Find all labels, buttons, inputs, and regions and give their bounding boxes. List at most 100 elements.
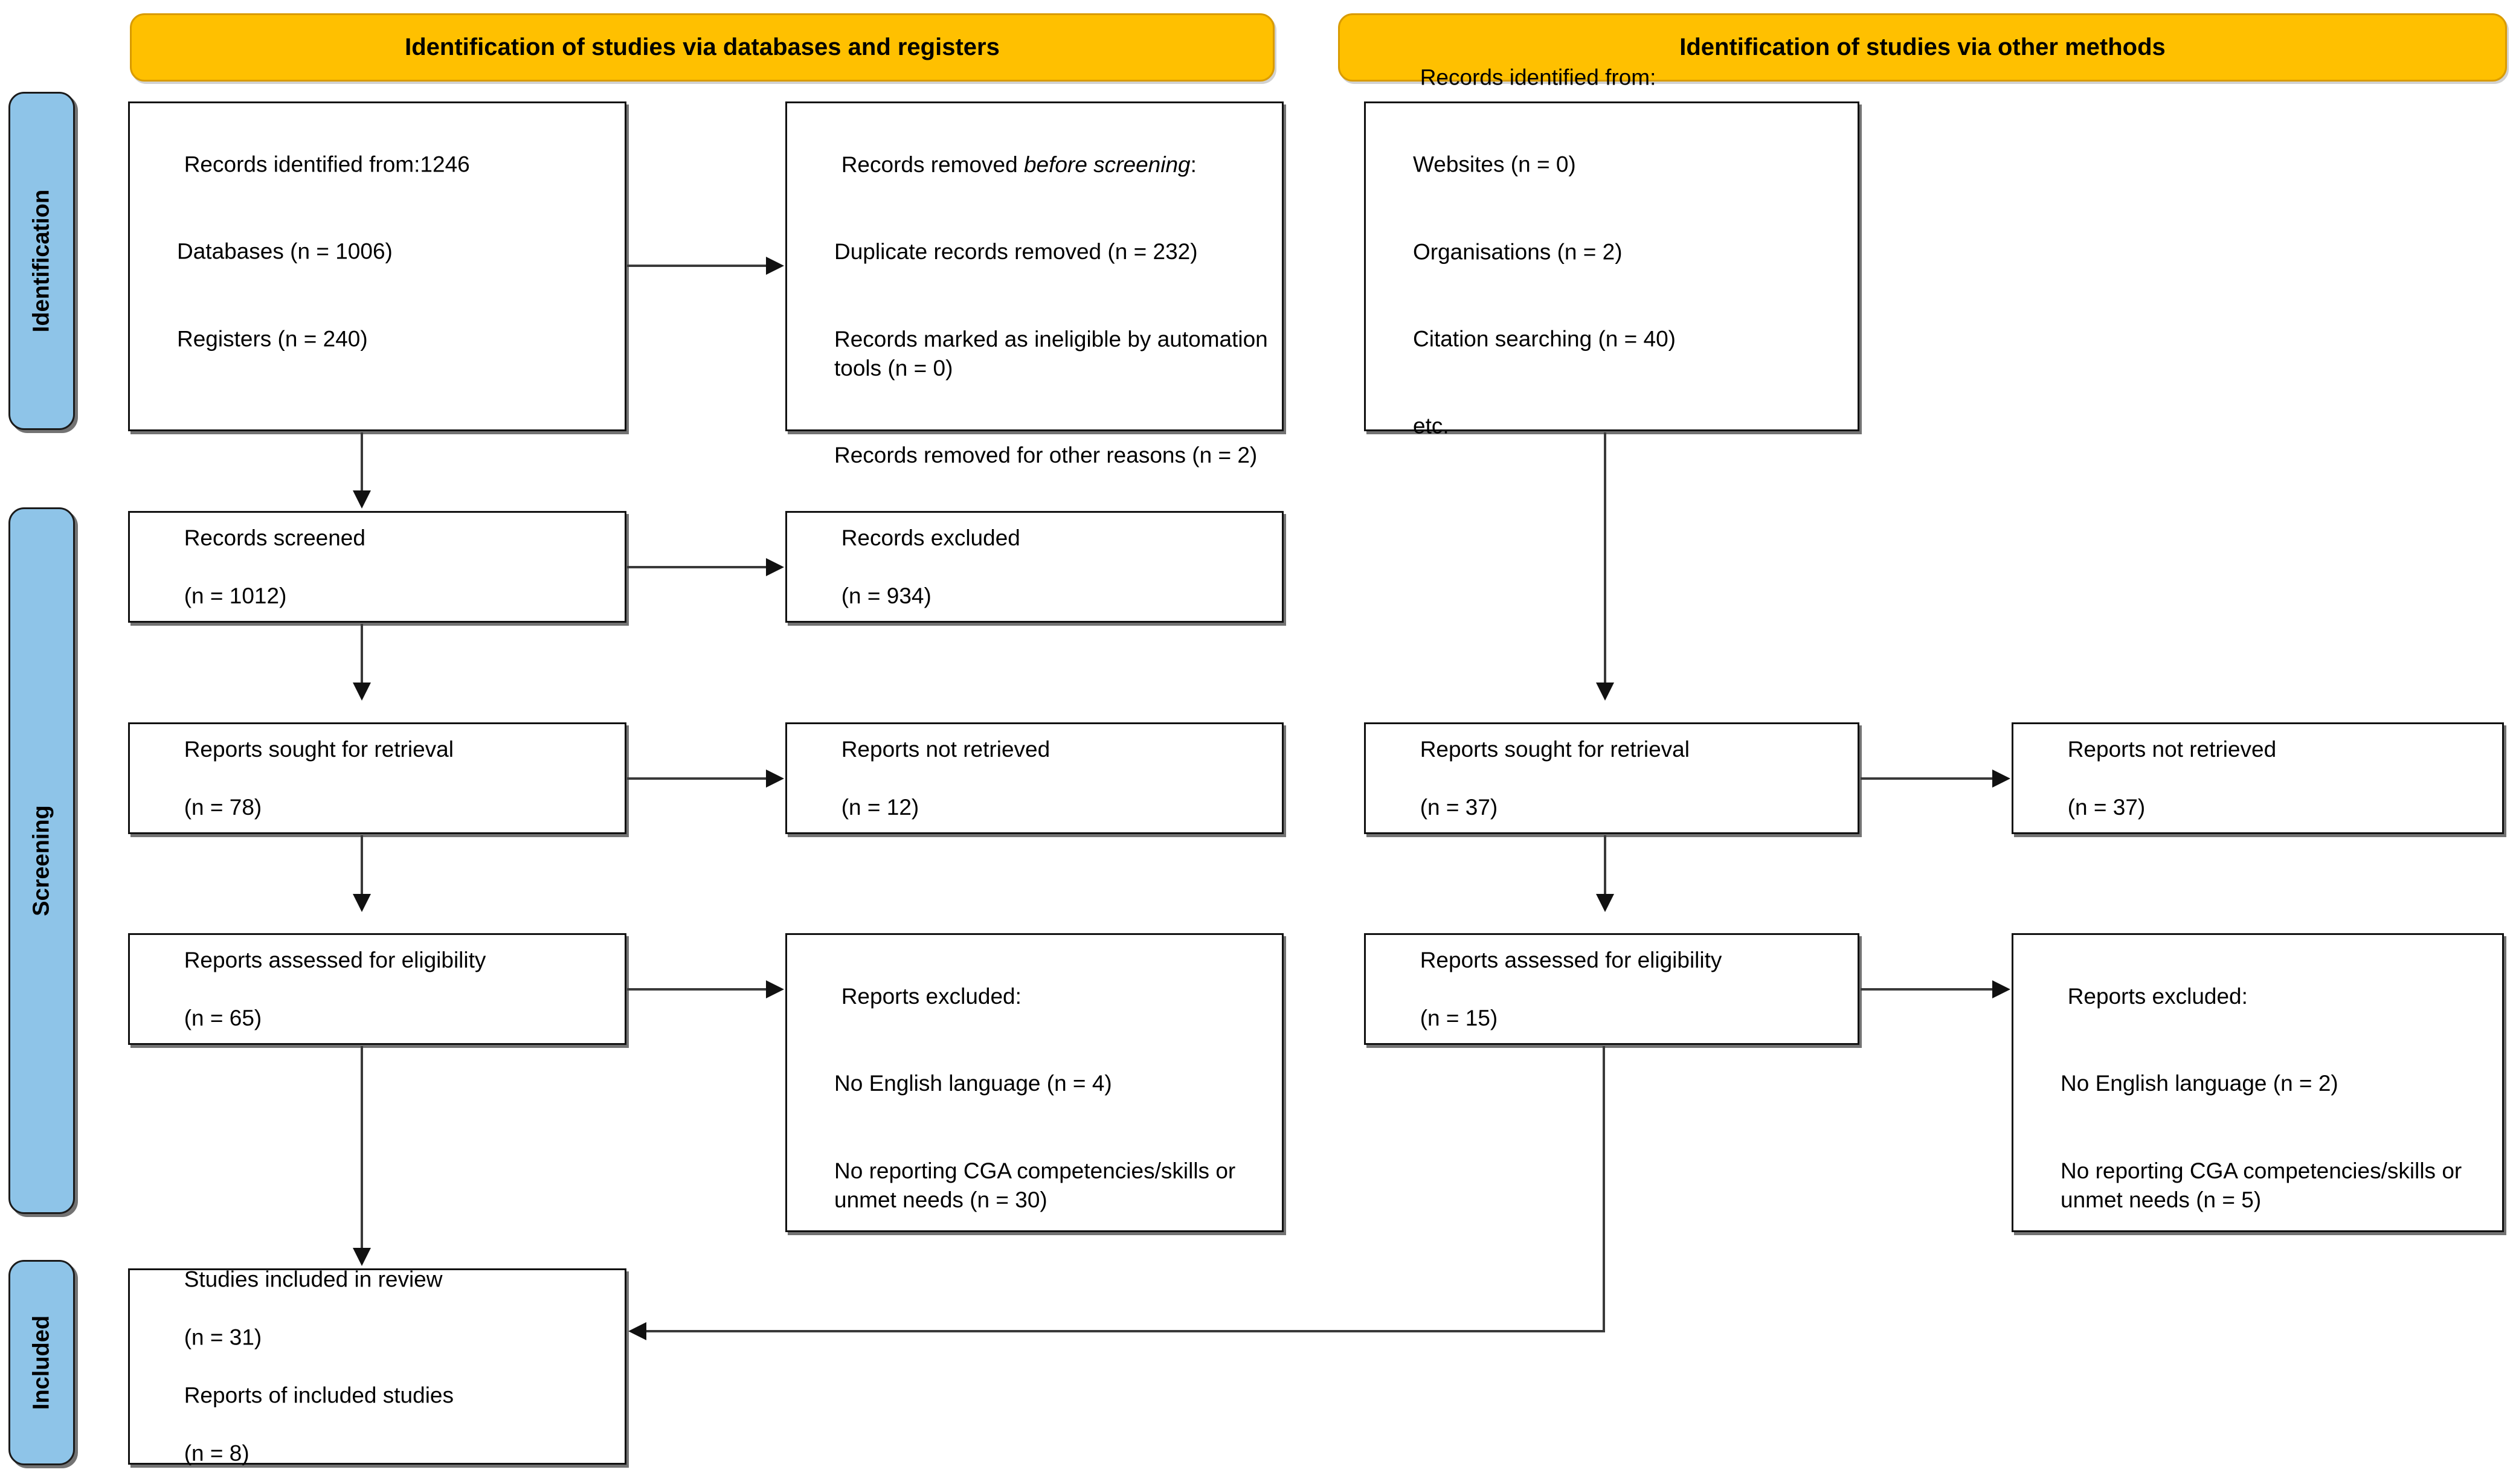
box-reports-excluded-databases: Reports excluded: No English language (n… — [785, 933, 1284, 1232]
arrowhead-other-assessed-to-included — [628, 1322, 646, 1340]
reports-sought-other-count: (n = 37) — [1420, 794, 1498, 820]
box-reports-excluded-other: Reports excluded: No English language (n… — [2012, 933, 2504, 1232]
stage-label-identification: Identification — [8, 92, 75, 430]
reports-excluded-other-no-cga: No reporting CGA competencies/skills or … — [2061, 1158, 2468, 1212]
reports-not-retrieved-databases-label: Reports not retrieved — [841, 736, 1050, 762]
box-records-screened-body: Records screened (n = 1012) — [147, 494, 614, 639]
box-reports-assessed-databases: Reports assessed for eligibility (n = 65… — [128, 933, 626, 1045]
reports-excluded-databases-no-cga: No reporting CGA competencies/skills or … — [834, 1158, 1242, 1212]
box-records-removed-body: Records removed before screening: Duplic… — [804, 121, 1271, 528]
records-removed-duplicates: Duplicate records removed (n = 232) — [834, 239, 1198, 265]
studies-included-label: Studies included in review — [184, 1267, 443, 1292]
reports-sought-other-label: Reports sought for retrieval — [1420, 736, 1690, 762]
arrowhead-assessed-to-included — [353, 1248, 371, 1266]
reports-sought-databases-count: (n = 78) — [184, 794, 262, 820]
box-records-identified-databases: Records identified from:1246 Databases (… — [128, 101, 626, 431]
box-reports-assessed-databases-body: Reports assessed for eligibility (n = 65… — [147, 916, 614, 1061]
reports-assessed-other-label: Reports assessed for eligibility — [1420, 947, 1722, 972]
box-records-excluded-body: Records excluded (n = 934) — [804, 494, 1271, 639]
records-removed-heading-colon: : — [1190, 152, 1197, 178]
reports-not-retrieved-databases-count: (n = 12) — [841, 794, 919, 820]
reports-excluded-other-heading: Reports excluded: — [2067, 984, 2248, 1009]
records-identified-other-websites: Websites (n = 0) — [1413, 152, 1576, 177]
records-screened-label: Records screened — [184, 525, 365, 550]
reports-of-included-studies-label: Reports of included studies — [184, 1383, 454, 1408]
header-databases-registers-label: Identification of studies via databases … — [405, 34, 1000, 60]
box-reports-not-retrieved-databases-body: Reports not retrieved (n = 12) — [804, 705, 1271, 850]
connector-screened-to-excluded — [627, 566, 767, 568]
records-identified-other-organisations: Organisations (n = 2) — [1413, 239, 1623, 264]
reports-assessed-databases-label: Reports assessed for eligibility — [184, 947, 486, 972]
box-studies-included-body: Studies included in review (n = 31) Repo… — [147, 1236, 614, 1484]
records-excluded-count: (n = 934) — [841, 583, 931, 608]
stage-label-screening: Screening — [8, 507, 75, 1214]
records-excluded-label: Records excluded — [841, 525, 1020, 550]
reports-assessed-databases-count: (n = 65) — [184, 1005, 262, 1030]
reports-excluded-databases-heading: Reports excluded: — [841, 984, 1022, 1009]
arrowhead-sought-to-not-retrieved-databases — [766, 769, 784, 788]
box-reports-excluded-databases-body: Reports excluded: No English language (n… — [804, 953, 1271, 1273]
box-reports-excluded-other-body: Reports excluded: No English language (n… — [2030, 953, 2491, 1273]
records-identified-other-citation: Citation searching (n = 40) — [1413, 326, 1676, 352]
connector-other-assessed-down-to-included — [1603, 1046, 1605, 1331]
arrowhead-sought-to-assessed-other — [1596, 894, 1614, 912]
box-reports-assessed-other: Reports assessed for eligibility (n = 15… — [1364, 933, 1859, 1045]
stage-label-screening-text: Screening — [28, 805, 54, 916]
connector-screened-to-sought — [361, 624, 363, 684]
box-reports-not-retrieved-other: Reports not retrieved (n = 37) — [2012, 722, 2504, 834]
studies-included-count: (n = 31) — [184, 1325, 262, 1350]
reports-not-retrieved-other-label: Reports not retrieved — [2067, 736, 2277, 762]
reports-of-included-studies-count: (n = 8) — [184, 1441, 249, 1466]
records-removed-other-reasons: Records removed for other reasons (n = 2… — [834, 443, 1258, 468]
box-reports-sought-databases-body: Reports sought for retrieval (n = 78) — [147, 705, 614, 850]
connector-other-identified-to-sought — [1604, 432, 1606, 685]
stage-label-included-text: Included — [28, 1315, 54, 1410]
records-identified-other-etc: etc. — [1413, 413, 1449, 438]
connector-sought-to-not-retrieved-databases — [627, 777, 767, 780]
records-removed-automation: Records marked as ineligible by automati… — [834, 326, 1275, 381]
connector-assessed-to-excluded-other — [1861, 988, 1993, 991]
box-reports-sought-other: Reports sought for retrieval (n = 37) — [1364, 722, 1859, 834]
stage-label-identification-text: Identification — [28, 189, 54, 333]
stage-label-included: Included — [8, 1260, 75, 1465]
header-other-methods-label: Identification of studies via other meth… — [1679, 34, 2166, 60]
arrowhead-other-identified-to-sought — [1596, 683, 1614, 701]
box-reports-assessed-other-body: Reports assessed for eligibility (n = 15… — [1383, 916, 1847, 1061]
connector-assessed-to-excluded-databases — [627, 988, 767, 991]
arrowhead-sought-to-not-retrieved-other — [1992, 769, 2010, 788]
arrowhead-sought-to-assessed-databases — [353, 894, 371, 912]
header-databases-registers: Identification of studies via databases … — [130, 13, 1275, 82]
connector-sought-to-assessed-other — [1604, 835, 1606, 896]
box-reports-not-retrieved-other-body: Reports not retrieved (n = 37) — [2030, 705, 2491, 850]
arrowhead-identified-to-removed — [766, 257, 784, 275]
records-identified-registers-count: Registers (n = 240) — [177, 326, 368, 352]
reports-not-retrieved-other-count: (n = 37) — [2067, 794, 2146, 820]
arrowhead-screened-to-excluded — [766, 558, 784, 576]
records-removed-heading-italic: before screening — [1023, 152, 1191, 178]
box-records-removed-before-screening: Records removed before screening: Duplic… — [785, 101, 1284, 467]
connector-assessed-to-included — [361, 1046, 363, 1250]
box-records-identified-other: Records identified from: Websites (n = 0… — [1364, 65, 1859, 438]
connector-other-assessed-left-to-included — [645, 1330, 1605, 1332]
connector-sought-to-assessed-databases — [361, 835, 363, 896]
box-records-identified-other-body: Records identified from: Websites (n = 0… — [1383, 34, 1847, 499]
box-reports-not-retrieved-databases: Reports not retrieved (n = 12) — [785, 722, 1284, 834]
reports-assessed-other-count: (n = 15) — [1420, 1005, 1498, 1030]
connector-identified-to-screened — [361, 432, 363, 493]
box-records-identified-databases-body: Records identified from:1246 Databases (… — [147, 121, 614, 412]
reports-sought-databases-label: Reports sought for retrieval — [184, 736, 454, 762]
box-records-screened: Records screened (n = 1012) — [128, 511, 626, 623]
records-screened-count: (n = 1012) — [184, 583, 287, 608]
records-identified-databases-count: Databases (n = 1006) — [177, 239, 393, 264]
connector-identified-to-removed — [627, 265, 767, 267]
arrowhead-screened-to-sought — [353, 683, 371, 701]
box-studies-included: Studies included in review (n = 31) Repo… — [128, 1267, 626, 1466]
connector-sought-to-not-retrieved-other — [1861, 777, 1993, 780]
reports-excluded-databases-no-english: No English language (n = 4) — [834, 1071, 1112, 1096]
arrowhead-assessed-to-excluded-databases — [766, 980, 784, 998]
records-identified-line1: Records identified from:1246 — [184, 152, 470, 177]
records-removed-heading-prefix: Records removed — [841, 152, 1024, 178]
records-identified-other-heading: Records identified from: — [1420, 65, 1656, 90]
box-reports-sought-other-body: Reports sought for retrieval (n = 37) — [1383, 705, 1847, 850]
